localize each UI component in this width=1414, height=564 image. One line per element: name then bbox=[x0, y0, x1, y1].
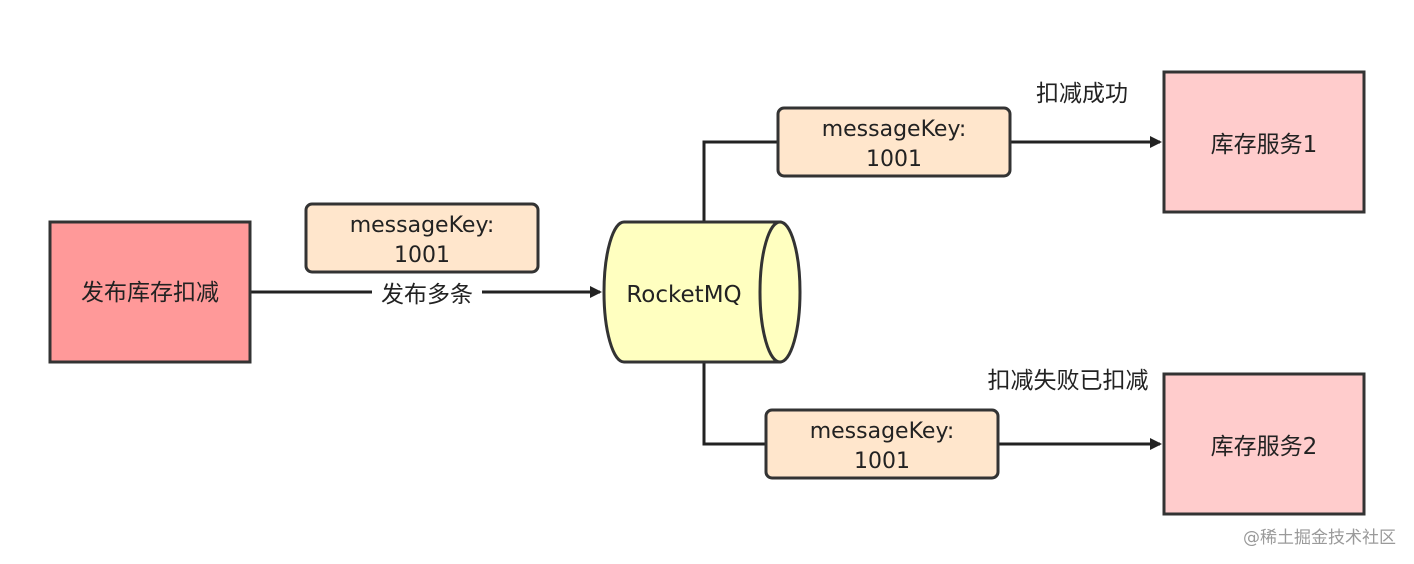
message-box-to-service1: messageKey: 1001 bbox=[776, 106, 1012, 178]
service1-node: 库存服务1 bbox=[1162, 70, 1366, 214]
service1-label: 库存服务1 bbox=[1211, 132, 1318, 158]
publish-edge-label-background bbox=[372, 280, 482, 306]
message-key-label: messageKey: bbox=[822, 117, 967, 142]
service2-label: 库存服务2 bbox=[1211, 434, 1318, 460]
message-box-to-service2-shape bbox=[764, 408, 1000, 480]
message-key-value: 1001 bbox=[854, 449, 910, 474]
service2-node: 库存服务2 bbox=[1162, 372, 1366, 516]
message-box-to-service1-shape bbox=[776, 106, 1012, 178]
message-key-label: messageKey: bbox=[350, 213, 495, 238]
rocketmq-node: RocketMQ bbox=[602, 220, 802, 364]
publish-edge-label: 发布多条 bbox=[381, 282, 473, 308]
service1-box bbox=[1162, 70, 1366, 214]
arrow-mq-to-service2 bbox=[702, 362, 1162, 450]
service2-box bbox=[1162, 372, 1366, 516]
rocketmq-cylinder-end bbox=[758, 220, 802, 364]
publisher-label: 发布库存扣减 bbox=[81, 280, 219, 306]
publisher-box bbox=[48, 220, 252, 364]
service1-result-label: 扣减成功 bbox=[1036, 81, 1128, 107]
message-key-label: messageKey: bbox=[810, 419, 955, 444]
message-box-to-service2: messageKey: 1001 bbox=[764, 408, 1000, 480]
message-key-value: 1001 bbox=[866, 147, 922, 172]
rocketmq-cylinder-body bbox=[602, 220, 782, 364]
message-box-to-mq: messageKey: 1001 bbox=[304, 202, 540, 274]
publish-edge-label-group: 发布多条 bbox=[372, 280, 482, 308]
service2-result-label: 扣减失败已扣减 bbox=[988, 368, 1149, 394]
watermark-text: @稀土掘金技术社区 bbox=[1243, 528, 1396, 548]
message-box-to-mq-shape bbox=[304, 202, 540, 274]
publisher-node: 发布库存扣减 bbox=[48, 220, 252, 364]
message-key-value: 1001 bbox=[394, 243, 450, 268]
rocketmq-label: RocketMQ bbox=[626, 282, 741, 308]
